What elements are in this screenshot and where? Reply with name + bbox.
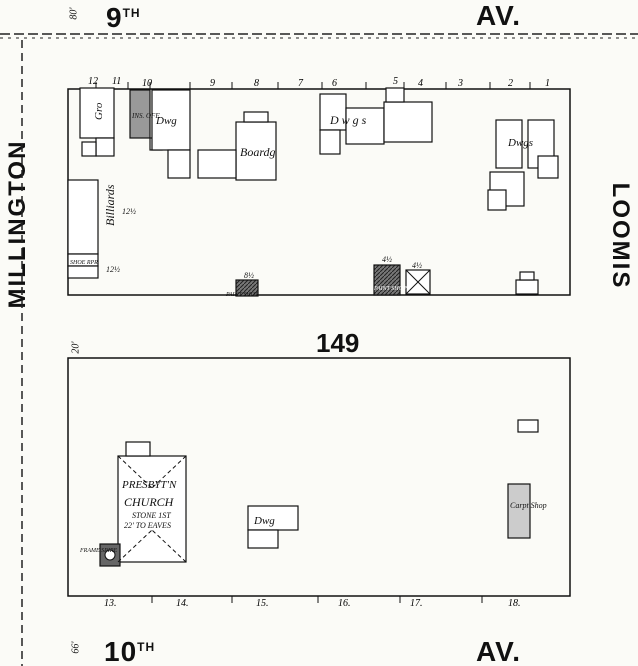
church-porch [125,441,151,457]
lot-number: 17. [410,598,423,609]
grocery-annex [95,137,115,157]
dwelling-a [319,93,347,131]
lot-number: 10 [142,78,152,89]
tenth-avenue-type: AV. [476,636,522,666]
church-label-1: PRESBYT'N [121,479,177,491]
insurance-office [129,89,151,139]
church-label-2: CHURCH [124,495,175,509]
church-note-1: STONE 1ST [132,511,171,520]
billiards-label: Billiards [103,184,117,226]
lot-number: 12 [88,76,98,87]
lot-number: 3 [457,78,463,89]
ins-office-label: INS. OFF. [131,112,161,120]
lot-number: 9 [210,78,215,89]
street-number: 10 [104,636,138,666]
dwelling-b [345,107,385,145]
lot-number: 8 [254,78,259,89]
carpenter-shop-label: Carpt Shop [510,501,547,510]
street-number: 9 [106,2,123,33]
half-lot-label: 12½ [122,207,136,216]
dwellings-row-label: D w g s [329,113,367,127]
shoe-repair-annex [67,265,99,279]
lot-number: 2 [508,78,513,89]
church-building [117,455,187,563]
lot-number: 13. [104,598,117,609]
ninth-avenue-label: 9TH [106,2,141,34]
dwelling-building [151,89,191,151]
dwelling-c [383,101,433,143]
south-dwelling-label: Dwg [253,515,275,527]
paint-shop-2-label: PAINT SHOP [373,286,407,292]
tenth-avenue-label: 10TH [104,636,155,666]
lot-number: 5 [393,76,398,87]
lot-number: 6 [332,78,337,89]
lot-number: 14. [176,598,189,609]
church-note-2: 22' TO EAVES [124,521,171,530]
half-lot-label: 8½ [244,271,254,280]
shoe-repair-label: SHOE RPR [70,260,98,266]
south-block-outline [67,357,571,597]
grocery-building [79,87,115,139]
paint-shop [235,279,259,297]
street-suffix: TH [137,640,156,654]
half-lot-label: 4½ [382,255,392,264]
lot-number: 4 [418,78,423,89]
lot-number: 16. [338,598,351,609]
boarding-porch [243,111,269,123]
dwelling-east-b-rear [537,155,559,179]
south-dwelling-rear [247,529,279,549]
dwelling-label: Dwg [155,115,177,127]
dwelling-east-shed [487,189,507,211]
half-lot-label: 4½ [412,261,422,270]
grocery-label: Gro [93,102,105,120]
boarding-label: Boardg [240,145,276,159]
paint-shop-2 [373,264,401,296]
dwelling-a-rear [319,129,341,155]
lot-number: 7 [298,78,304,89]
lot-number: 15. [256,598,269,609]
lot-number: 1 [545,78,550,89]
half-lot-label: 12½ [106,265,120,274]
paint-shop-label: PAINT SHOP [225,292,259,298]
south-shed [517,419,539,433]
block-number: 149 [316,328,360,358]
dwelling-east-a [495,119,523,169]
dwellings-east-label: Dwgs [507,137,533,149]
grocery-shed [81,141,97,157]
billiards-building [67,179,99,255]
lot-number: 18. [508,598,521,609]
dwelling-c-porch [385,87,405,103]
ninth-avenue-type: AV. [476,0,522,31]
small-shed-east [515,279,539,295]
carpenter-shop [507,483,531,539]
small-shed-east-top [519,271,535,281]
street-suffix: TH [122,6,141,20]
boarding-annex [197,149,237,179]
frame-spire-label: FRAME SPIRE [79,548,117,554]
lot-number: 11 [112,76,121,87]
dwelling-annex [167,149,191,179]
